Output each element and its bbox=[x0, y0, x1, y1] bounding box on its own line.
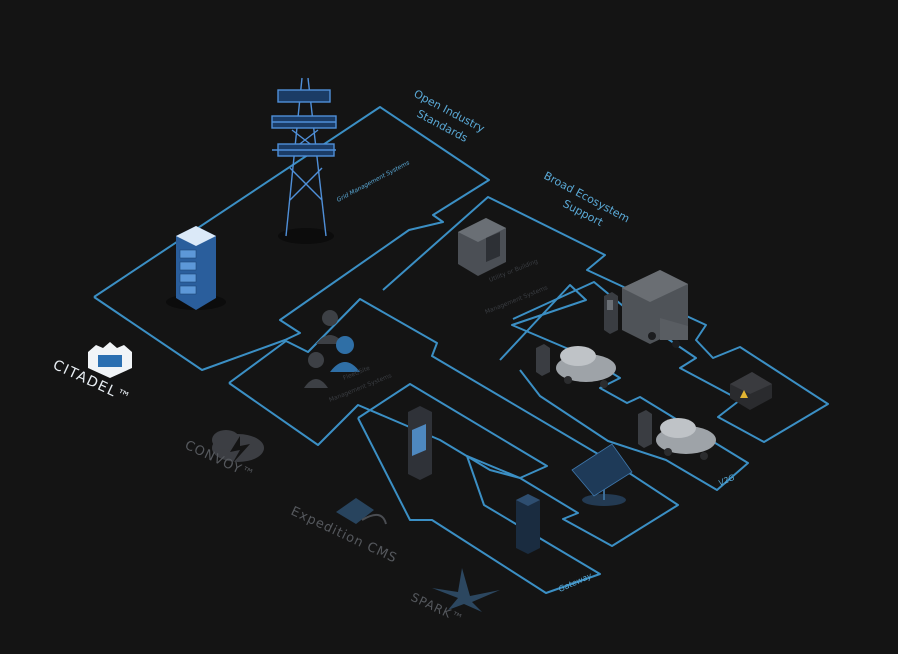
people-icon bbox=[304, 310, 360, 388]
network-paths bbox=[93, 106, 829, 594]
battery-icon bbox=[730, 372, 772, 410]
label-grid-mgmt: Grid Management Systems bbox=[336, 159, 411, 203]
label-fleet-2: Management Systems bbox=[328, 372, 393, 404]
label-gateway: Gateway bbox=[557, 571, 593, 594]
utility-cabinet-icon bbox=[458, 218, 506, 276]
spark-star-icon bbox=[432, 568, 500, 612]
ev-charger-icon bbox=[604, 292, 618, 334]
server-rack-icon bbox=[166, 226, 226, 310]
ev-charger-icon bbox=[638, 410, 652, 448]
gateway-cabinet-icon bbox=[516, 494, 540, 554]
charging-pillar-icon bbox=[408, 406, 432, 480]
label-utility-2: Management Systems bbox=[484, 284, 549, 316]
path-grid bbox=[93, 106, 490, 371]
plug-icon bbox=[336, 498, 387, 525]
car-icon bbox=[556, 346, 616, 388]
ev-charger-icon bbox=[536, 344, 550, 376]
path-v2g bbox=[499, 284, 749, 491]
truck-icon bbox=[622, 270, 688, 348]
citadel-shield-icon bbox=[88, 342, 132, 378]
solar-panel-icon bbox=[571, 443, 633, 506]
car-icon bbox=[656, 418, 716, 460]
label-v2g: V2G bbox=[717, 473, 736, 488]
path-gateway bbox=[357, 383, 601, 594]
cloud-bolt-icon bbox=[212, 430, 264, 464]
transmission-tower-icon bbox=[271, 77, 337, 244]
path-utility bbox=[382, 196, 829, 443]
